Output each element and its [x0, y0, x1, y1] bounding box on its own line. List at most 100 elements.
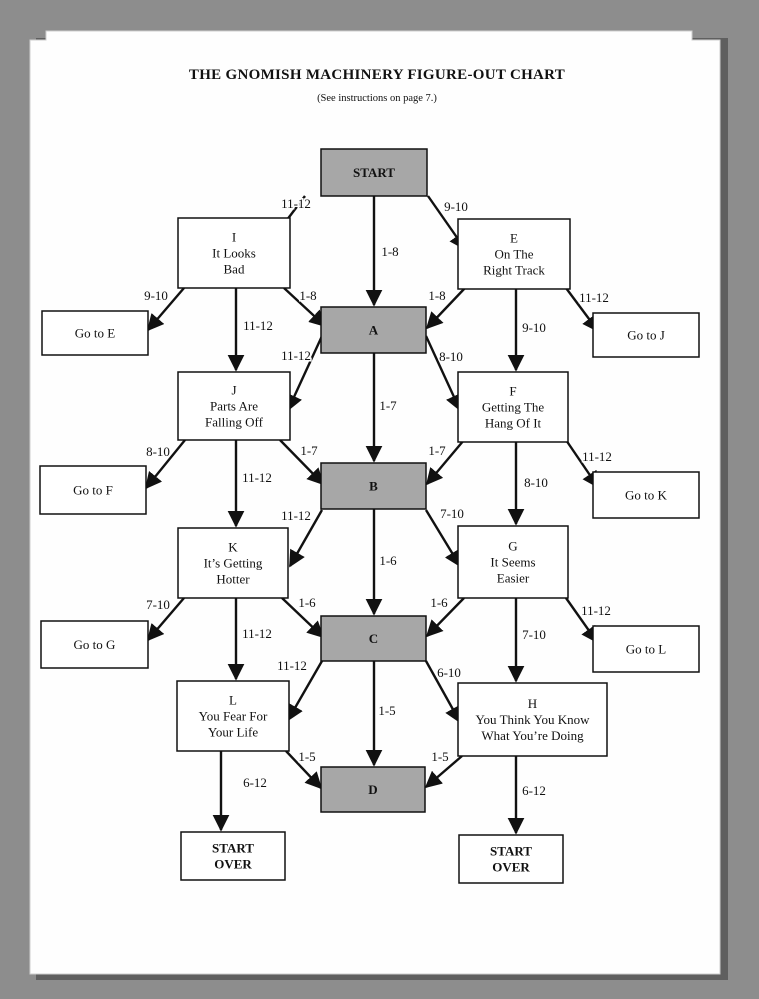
- node-l-line-2: Your Life: [208, 725, 259, 740]
- node-goe: Go to E: [41, 310, 149, 356]
- node-g-line-0: G: [508, 539, 517, 554]
- node-f-line-2: Hang Of It: [485, 416, 542, 431]
- node-goe-line-0: Go to E: [75, 326, 116, 341]
- edge-label-K-to-C: 1-6: [298, 595, 316, 610]
- node-g-line-1: It Seems: [490, 555, 535, 570]
- node-gok-line-0: Go to K: [625, 488, 668, 503]
- edges-layer: [144, 195, 600, 835]
- node-b-line-0: B: [369, 479, 378, 494]
- edge-G-to-C: [425, 597, 465, 638]
- node-box-overr: [458, 834, 564, 884]
- node-box-j: [177, 371, 291, 441]
- node-overl-line-1: OVER: [214, 857, 252, 872]
- node-k-line-2: Hotter: [216, 572, 250, 587]
- edge-label-A-to-B: 1-7: [379, 398, 397, 413]
- node-d: D: [320, 766, 426, 813]
- node-d-line-0: D: [368, 782, 377, 797]
- edge-label-G-to-C: 1-6: [430, 595, 448, 610]
- edge-label-L-to-overL: 6-12: [243, 775, 267, 790]
- node-box-h: [457, 682, 608, 757]
- node-e-line-1: On The: [494, 247, 533, 262]
- node-e-line-0: E: [510, 231, 518, 246]
- node-k-line-1: It’s Getting: [204, 556, 263, 571]
- node-j-line-0: J: [231, 383, 236, 398]
- edge-label-C-to-D: 1-5: [378, 703, 395, 718]
- node-box-a: [320, 306, 427, 354]
- edge-J-to-goF: [144, 439, 186, 490]
- edge-F-to-B: [425, 439, 465, 486]
- edge-L-to-D: [285, 750, 323, 790]
- node-h-line-1: You Think You Know: [475, 712, 590, 727]
- node-box-gol: [592, 625, 700, 673]
- node-g-line-2: Easier: [497, 571, 530, 586]
- node-box-goj: [592, 312, 700, 358]
- edge-C-to-H: [424, 660, 462, 724]
- node-box-gof: [39, 465, 147, 515]
- edge-label-start-to-A: 1-8: [381, 244, 398, 259]
- edge-label-start-to-I: 11-12: [281, 196, 311, 211]
- node-i-line-2: Bad: [224, 262, 245, 277]
- edge-label-E-to-goJ: 11-12: [579, 290, 609, 305]
- edge-label-B-to-C: 1-6: [379, 553, 397, 568]
- node-start-line-0: START: [353, 165, 395, 180]
- edge-J-to-B: [279, 439, 325, 486]
- edge-label-J-to-K: 11-12: [242, 470, 272, 485]
- node-j-line-2: Falling Off: [205, 415, 264, 430]
- node-l-line-1: You Fear For: [199, 709, 268, 724]
- node-box-g: [457, 525, 569, 599]
- edge-K-to-goG: [146, 597, 185, 642]
- node-h-line-2: What You’re Doing: [481, 728, 584, 743]
- edge-H-to-D: [424, 755, 463, 789]
- node-box-f: [457, 371, 569, 443]
- node-box-gok: [592, 471, 700, 519]
- edge-label-L-to-D: 1-5: [298, 749, 315, 764]
- node-box-b: [320, 462, 427, 510]
- edge-G-to-goL: [565, 597, 598, 644]
- node-l-line-0: L: [229, 693, 237, 708]
- node-i-line-1: It Looks: [212, 246, 256, 261]
- chart-title: THE GNOMISH MACHINERY FIGURE-OUT CHART: [189, 67, 565, 83]
- edge-label-F-to-G: 8-10: [524, 475, 548, 490]
- node-gog-line-0: Go to G: [74, 637, 116, 652]
- edge-label-H-to-D: 1-5: [431, 749, 448, 764]
- node-box-goe: [41, 310, 149, 356]
- node-h-line-0: H: [528, 696, 537, 711]
- edge-label-J-to-goF: 8-10: [146, 444, 170, 459]
- edge-label-I-to-J: 11-12: [243, 318, 273, 333]
- node-gog: Go to G: [40, 620, 149, 669]
- edge-label-G-to-goL: 11-12: [581, 603, 611, 618]
- node-gok: Go to K: [592, 471, 700, 519]
- node-gol-line-0: Go to L: [626, 642, 667, 657]
- edge-label-E-to-A: 1-8: [428, 288, 445, 303]
- node-goj-line-0: Go to J: [627, 328, 665, 343]
- edge-label-F-to-goK: 11-12: [582, 449, 612, 464]
- edge-I-to-A: [283, 287, 327, 328]
- node-c-line-0: C: [369, 631, 378, 646]
- node-start: START: [320, 148, 428, 197]
- edge-label-F-to-B: 1-7: [428, 443, 446, 458]
- edge-label-G-to-H: 7-10: [522, 627, 546, 642]
- node-goj: Go to J: [592, 312, 700, 358]
- edge-label-K-to-goG: 7-10: [146, 597, 170, 612]
- edge-K-to-C: [281, 597, 325, 639]
- node-box-gog: [40, 620, 149, 669]
- edge-B-to-K: [288, 509, 324, 568]
- edge-B-to-G: [424, 509, 462, 568]
- edge-label-E-to-F: 9-10: [522, 320, 546, 335]
- edge-I-to-goE: [146, 287, 185, 332]
- edge-label-A-to-F: 8-10: [439, 349, 463, 364]
- edge-label-B-to-K: 11-12: [281, 508, 311, 523]
- edge-label-J-to-B: 1-7: [300, 443, 318, 458]
- node-c: C: [320, 615, 427, 662]
- node-box-overl: [180, 831, 286, 881]
- node-box-l: [176, 680, 290, 752]
